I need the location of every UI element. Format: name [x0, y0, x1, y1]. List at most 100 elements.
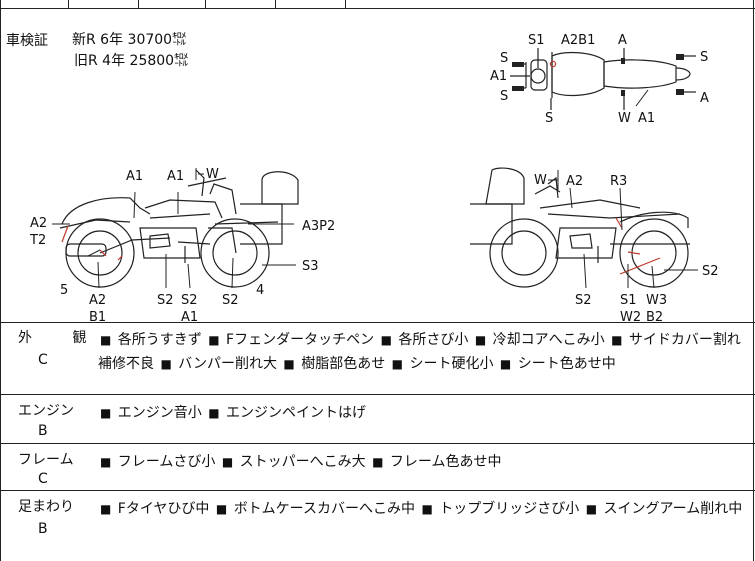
section-items: ■ 各所うすきず ■ Fフェンダータッチペン ■ 各所さび小 ■ 冷却コアへこみ… [98, 328, 746, 376]
right-label-w2: W2 [620, 310, 641, 322]
shaken-label: 車検証 [6, 33, 48, 49]
left-side-bike-icon [59, 169, 299, 288]
condition-item: 冷却コアへこみ小 [492, 332, 605, 348]
condition-item: Fタイヤひび中 [117, 501, 210, 517]
condition-item: ボトムケースカバーへこみ中 [233, 501, 415, 517]
left-label-a1: A1 [126, 169, 143, 184]
section-items: ■ フレームさび小 ■ ストッパーへこみ大 ■ フレーム色あせ中 [98, 450, 746, 474]
section-suspension: 足まわり B ■ Fタイヤひび中 ■ ボトムケースカバーへこみ中 ■ トップブリ… [0, 491, 755, 561]
top-label-a: A [700, 91, 709, 106]
top-label-s: S [545, 111, 553, 126]
top-label-a1: A1 [638, 111, 655, 126]
left-label-5: 5 [60, 283, 68, 298]
shaken-row-old: 旧R 4年 25800㌖ [74, 53, 189, 69]
top-label-s: S [500, 51, 508, 66]
left-label-a2: A2 [30, 216, 47, 231]
shaken-row-new: 新R 6年 30700㌖ [72, 32, 187, 48]
section-items: ■ エンジン音小 ■ エンジンペイントはげ [98, 401, 746, 425]
condition-item: 各所さび小 [398, 332, 469, 348]
right-label-w: W [534, 173, 547, 188]
bullet-square-icon: ■ [283, 357, 295, 371]
grade-badge: C [38, 352, 48, 368]
section-label: 足まわり [18, 499, 74, 515]
bullet-square-icon: ■ [160, 357, 172, 371]
bullet-square-icon: ■ [215, 502, 228, 516]
header-divider [68, 0, 69, 8]
top-label-s1: S1 [528, 33, 545, 48]
section-engine: エンジン B ■ エンジン音小 ■ エンジンペイントはげ [0, 395, 755, 444]
bullet-square-icon: ■ [372, 455, 384, 469]
condition-item: エンジン音小 [117, 405, 202, 421]
section-label: エンジン [18, 403, 74, 419]
motorcycle-damage-diagram: S1 A2B1 A S A1 S S A S W A1 [29, 33, 719, 322]
bullet-square-icon: ■ [100, 502, 112, 516]
top-view-bike-icon [510, 48, 696, 110]
left-label-a1: A1 [167, 169, 184, 184]
condition-item: エンジンペイントはげ [226, 405, 367, 421]
bullet-square-icon: ■ [100, 333, 112, 347]
condition-item: フレーム色あせ中 [389, 454, 502, 470]
bullet-square-icon: ■ [100, 455, 112, 469]
left-label-b1: B1 [89, 310, 106, 322]
condition-item: 各所うすきず [117, 332, 202, 348]
condition-item: ストッパーへこみ大 [239, 454, 366, 470]
condition-item: Fフェンダータッチペン [226, 332, 375, 348]
bullet-square-icon: ■ [611, 333, 623, 347]
top-label-s: S [500, 89, 508, 104]
bullet-square-icon: ■ [208, 333, 220, 347]
right-label-a2: A2 [566, 174, 583, 189]
left-label-s2: S2 [222, 293, 239, 308]
bullet-square-icon: ■ [421, 502, 433, 516]
top-label-s: S [700, 50, 708, 65]
condition-item: シート硬化小 [409, 356, 494, 372]
header-strip [0, 0, 755, 9]
bullet-square-icon: ■ [391, 357, 403, 371]
shaken-info: 車検証 新R 6年 30700㌖ 旧R 4年 25800㌖ [6, 30, 188, 69]
condition-item: スイングアーム削れ中 [603, 501, 743, 517]
bullet-square-icon: ■ [499, 357, 512, 371]
bullet-square-icon: ■ [100, 406, 112, 420]
condition-item: バンパー削れ大 [178, 356, 277, 372]
header-divider [275, 0, 276, 8]
left-label-a2: A2 [89, 293, 106, 308]
right-label-s1: S1 [620, 293, 637, 308]
top-label-a2b1: A2B1 [561, 33, 595, 48]
bullet-square-icon: ■ [474, 333, 487, 347]
right-label-b2: B2 [646, 310, 663, 322]
left-label-s3: S3 [302, 259, 319, 274]
header-divider [205, 0, 206, 8]
left-label-s2: S2 [181, 293, 198, 308]
condition-item: トップブリッジさび小 [439, 501, 580, 517]
frame-border [753, 0, 754, 561]
bullet-square-icon: ■ [380, 333, 392, 347]
section-label: フレーム [18, 452, 74, 468]
bullet-square-icon: ■ [208, 406, 220, 420]
right-label-r3: R3 [610, 174, 627, 189]
header-divider [138, 0, 139, 8]
condition-item: 樹脂部色あせ [301, 356, 386, 372]
left-label-w: W [206, 167, 219, 182]
top-label-a: A [618, 33, 627, 48]
left-leader-lines [52, 168, 296, 289]
section-label: 外 観 [18, 330, 105, 346]
right-label-w3: W3 [646, 293, 667, 308]
right-label-s2: S2 [575, 293, 592, 308]
shaken-rows: 新R 6年 30700㌖ 旧R 4年 25800㌖ [72, 30, 272, 72]
condition-item: シート色あせ中 [517, 356, 616, 372]
left-label-t2: T2 [29, 233, 46, 248]
grade-badge: B [38, 423, 48, 439]
grade-badge: C [38, 471, 48, 487]
section-exterior: 外 観 C ■ 各所うすきず ■ Fフェンダータッチペン ■ 各所さび小 ■ 冷… [0, 322, 755, 395]
top-label-a1: A1 [490, 69, 507, 84]
condition-item: フレームさび小 [117, 454, 216, 470]
section-frame: フレーム C ■ フレームさび小 ■ ストッパーへこみ大 ■ フレーム色あせ中 [0, 444, 755, 491]
condition-item: サイドカバー割れ補修不良 [98, 332, 741, 372]
bullet-square-icon: ■ [585, 502, 598, 516]
grade-badge: B [38, 521, 48, 537]
top-label-w: W [618, 111, 631, 126]
header-divider [345, 0, 346, 8]
inspection-panel: 車検証 新R 6年 30700㌖ 旧R 4年 25800㌖ [0, 8, 755, 323]
section-items: ■ Fタイヤひび中 ■ ボトムケースカバーへこみ中 ■ トップブリッジさび小 ■… [98, 497, 746, 521]
right-leader-lines [548, 170, 698, 289]
left-label-4: 4 [256, 283, 264, 298]
